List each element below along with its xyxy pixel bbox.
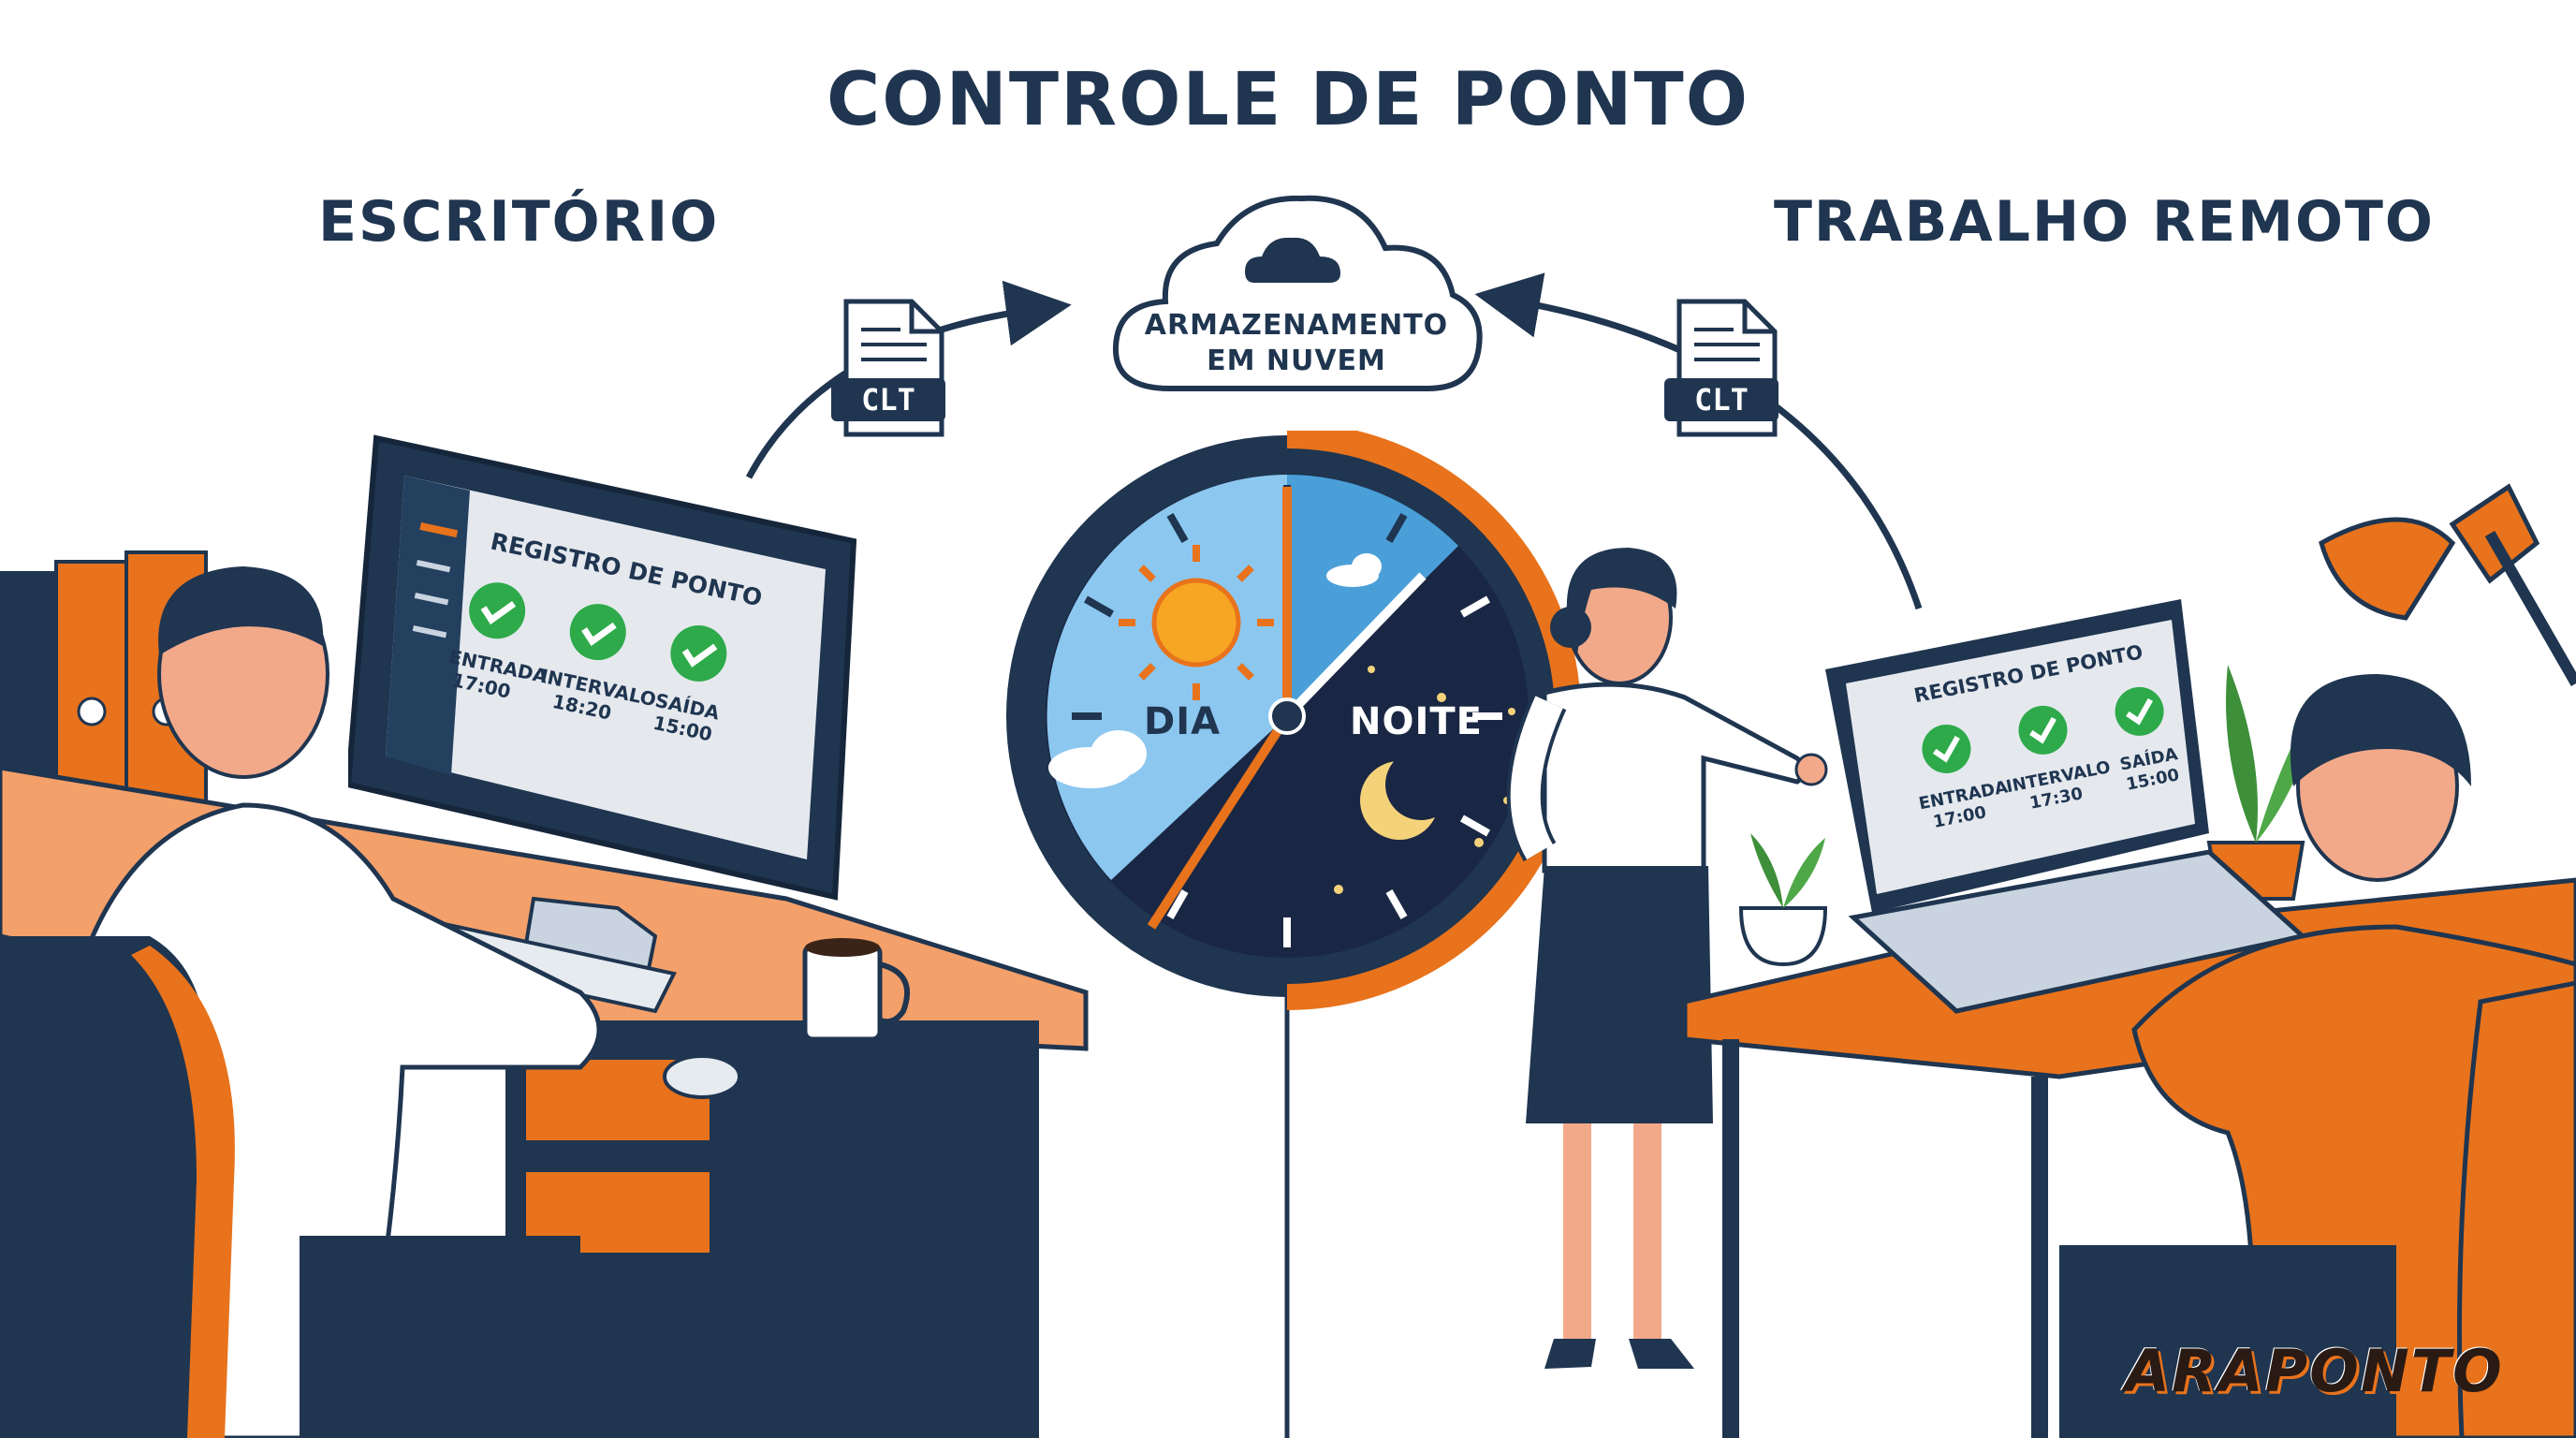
- remote-chair: [2457, 980, 2576, 1438]
- check-icon: [469, 582, 526, 639]
- main-title: CONTROLE DE PONTO: [827, 58, 1749, 142]
- checkmark-icons: [1922, 686, 2164, 773]
- clock-day-label: DIA: [1144, 700, 1222, 743]
- cloud-label-line2: EM NUVEM: [1207, 345, 1386, 377]
- office-monitor: REGISTRO DE PONTO ENTRADA 17:00 INTERVAL…: [348, 429, 872, 906]
- desk-lamp-icon: [2319, 483, 2576, 686]
- mouse-icon: [663, 1054, 741, 1099]
- office-registro-panel: REGISTRO DE PONTO ENTRADA 17:00 INTERVAL…: [415, 515, 790, 883]
- day-cloud-icon: [1048, 730, 1147, 788]
- clock-night-label: NOITE: [1350, 700, 1483, 743]
- remote-registro-panel: REGISTRO DE PONTO ENTRADA 17:00 INTERVAL…: [1891, 628, 2215, 886]
- office-section-title: ESCRITÓRIO: [318, 189, 720, 255]
- remote-section-title: TRABALHO REMOTO: [1774, 189, 2435, 255]
- clt-document-right: CLT: [1664, 298, 1778, 438]
- small-cloud-icon: [1326, 553, 1382, 587]
- brand-logo: ARAPONTO: [2125, 1337, 2504, 1405]
- laptop-frame-icon: [1825, 599, 2209, 913]
- check-icon: [569, 604, 626, 661]
- clt-label-right: CLT: [1664, 378, 1778, 421]
- small-plant-icon: [1738, 833, 1828, 967]
- clock-hand-minute: [1283, 572, 1427, 720]
- check-icon: [670, 624, 727, 682]
- clock-center: [1268, 697, 1306, 735]
- remote-laptop: REGISTRO DE PONTO ENTRADA 17:00 INTERVAL…: [1825, 599, 2218, 917]
- cloud-label-line1: ARMAZENAMENTO: [1144, 309, 1449, 342]
- woman-presenter-figure: [1506, 548, 1828, 1369]
- office-scene-illustration: [0, 550, 1089, 1438]
- check-icon: [2115, 686, 2164, 736]
- stars-icon: [1334, 666, 1515, 894]
- day-night-clock: [1006, 431, 1581, 1438]
- sun-icon: [1119, 545, 1274, 700]
- clock-hand-long: [1147, 713, 1292, 930]
- checkmark-icons: [469, 582, 727, 682]
- check-icon: [2018, 705, 2068, 755]
- moon-icon: [1360, 749, 1456, 840]
- coffee-mug-icon: [802, 938, 910, 1042]
- office-chair: [0, 936, 208, 1438]
- remote-scene-illustration: [1682, 483, 2576, 1438]
- clt-document-left: CLT: [831, 298, 945, 438]
- monitor-frame-icon: [348, 434, 857, 901]
- check-icon: [1922, 724, 1971, 773]
- clt-label-left: CLT: [831, 378, 945, 421]
